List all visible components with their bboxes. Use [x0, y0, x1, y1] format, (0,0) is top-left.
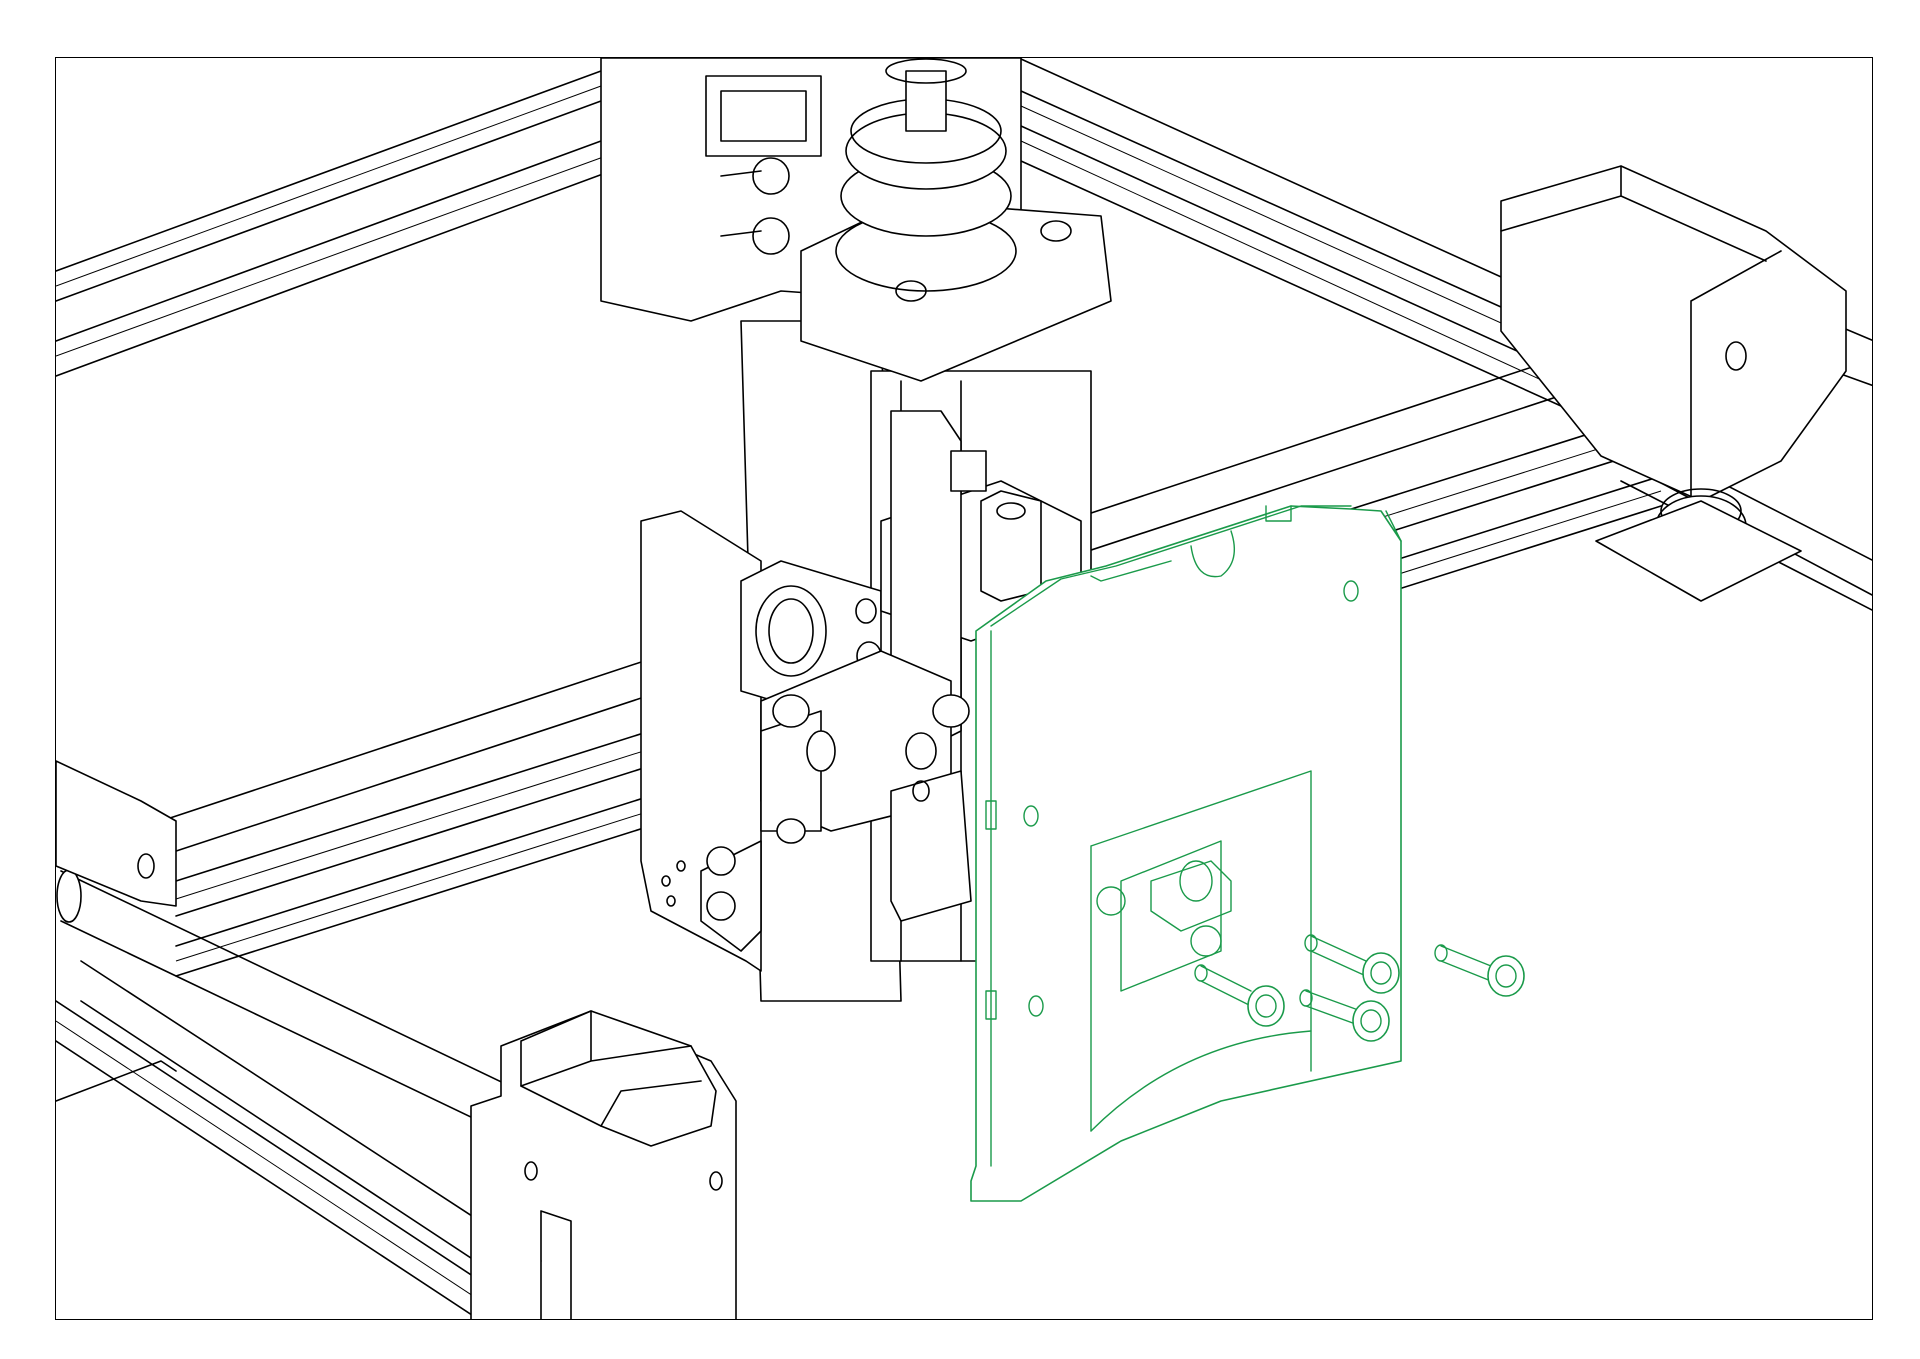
front-corner-block [470, 1010, 737, 1319]
plate-outline [970, 505, 1402, 1202]
isometric-assembly-drawing [56, 58, 1872, 1319]
highlighted-screws [1194, 934, 1525, 1042]
right-corner-block [1500, 165, 1847, 602]
front-left-smooth-rod [56, 869, 542, 1142]
rear-top-extrusion [56, 70, 612, 377]
highlighted-mounting-plate [970, 505, 1402, 1202]
screw-2 [1304, 934, 1400, 994]
right-top-extrusion [1020, 58, 1562, 407]
screw-3 [1299, 989, 1390, 1042]
screw-1 [1194, 964, 1285, 1027]
left-end-block [56, 760, 177, 1102]
front-left-extrusion [56, 960, 542, 1319]
screw-4 [1434, 944, 1525, 997]
assembly-drawing-frame [55, 57, 1873, 1320]
